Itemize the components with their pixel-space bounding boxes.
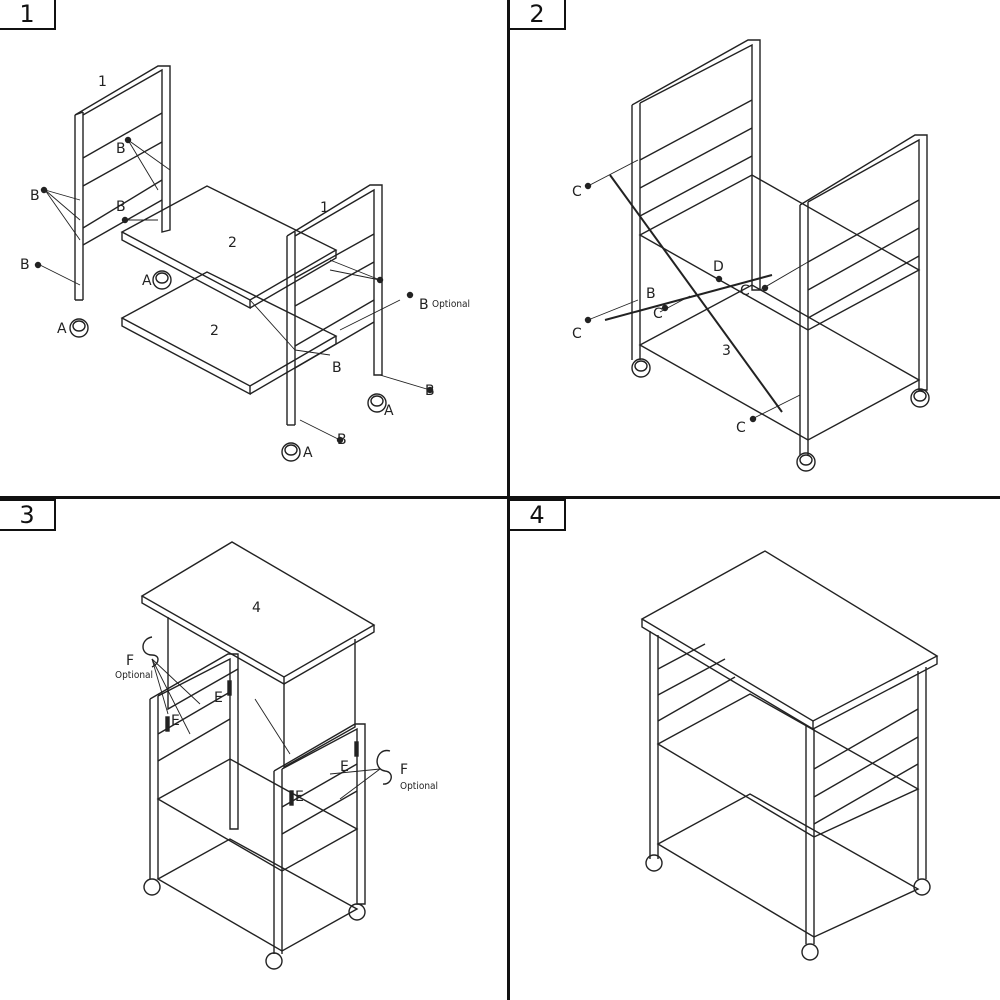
caster [348,903,366,921]
caster [645,854,663,872]
front-side-frame [799,134,928,455]
s-hook-right [376,749,392,785]
label-bolt-b: B [116,199,126,215]
label-connector-d: D [713,259,724,275]
label-caster-a: A [142,273,152,289]
top-board [140,541,376,686]
label-bolt-b: B [419,297,429,313]
label-screw-e: E [340,759,349,775]
cross-bar [604,174,783,413]
horizontal-divider [0,496,1000,499]
label-bolt-c: C [572,326,582,342]
label-frame-1-right: 1 [320,200,329,216]
label-screw-e: E [295,789,304,805]
caster [265,952,283,970]
label-bolt-c: C [740,283,750,299]
caster [801,943,819,961]
label-screw-e: E [214,690,223,706]
step-number-3: 3 [0,499,56,531]
bottom-shelf [638,284,921,441]
bottom-shelf [156,838,359,952]
label-bolt-b: B [30,188,40,204]
bolt-heads [34,136,434,444]
middle-shelf [156,758,359,872]
caster [796,452,816,472]
bottom-shelf [656,793,920,938]
label-frame-1-left: 1 [98,74,107,90]
shelf-upper [120,185,338,310]
shelf-lower [120,271,338,396]
step-2-crossbar-diagram: C C C C C D B 3 [572,39,930,472]
caster-right-rear [367,393,387,413]
label-optional: Optional [432,299,470,310]
step-number-2: 2 [510,0,566,30]
caster [143,878,161,896]
caster-mid [152,270,172,290]
legs [649,631,927,944]
label-screw-e: E [171,713,180,729]
vertical-divider [507,0,510,1000]
label-shelf-2-lower: 2 [210,323,219,339]
caster [910,388,930,408]
middle-shelf [656,693,920,838]
middle-shelf [638,174,921,331]
label-caster-a: A [384,403,394,419]
right-side-frame [286,184,383,426]
step-1-exploded-diagram: 1 1 2 2 B B B B B Optional B B B A A A A [20,65,470,462]
label-optional: Optional [400,781,438,792]
step-4-assembled-cart [640,550,939,961]
caster [913,878,931,896]
top-board [640,550,939,731]
label-crossbar-3: 3 [722,343,731,359]
left-side-frame [74,65,171,301]
caster-right-front [281,442,301,462]
label-bolt-c: C [653,306,663,322]
label-shelf-2-upper: 2 [228,235,237,251]
left-side-frame [149,653,239,879]
label-bolt-b: B [337,432,347,448]
label-optional: Optional [115,670,153,681]
step-number-4: 4 [510,499,566,531]
label-top-board-4: 4 [252,600,261,616]
label-bolt-b: B [116,141,126,157]
caster-left-front [69,318,89,338]
s-hook-left [142,636,159,668]
step-3-top-board-diagram: 4 F Optional F Optional E E E E [115,541,438,970]
label-ref-b: B [646,286,656,302]
bolt-leaders [39,139,431,441]
label-bolt-b: B [332,360,342,376]
label-hook-f: F [126,653,134,669]
label-bolt-b: B [20,257,30,273]
label-bolt-b: B [425,383,435,399]
label-caster-a: A [303,445,313,461]
label-hook-f: F [400,762,408,778]
label-caster-a: A [57,321,67,337]
label-bolt-c: C [736,420,746,436]
right-side-frame [273,723,366,954]
back-panel [167,617,356,769]
step-number-1: 1 [0,0,56,30]
rear-side-frame [631,39,761,360]
label-bolt-c: C [572,184,582,200]
caster [631,358,651,378]
